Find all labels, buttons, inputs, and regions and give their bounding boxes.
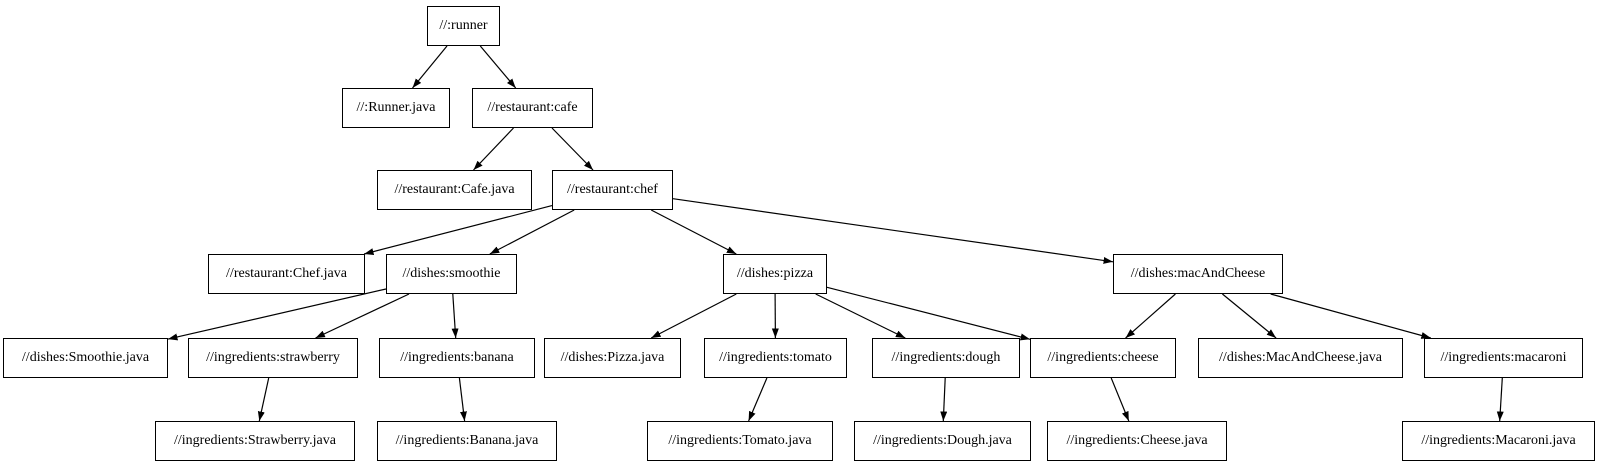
node-runner-java: //:Runner.java (342, 88, 450, 128)
edge-smoothie-to-strawberry (315, 293, 410, 339)
node-smoothie: //dishes:smoothie (386, 254, 517, 294)
node-cheese-java: //ingredients:Cheese.java (1047, 421, 1227, 461)
edge-smoothie-to-smoothie-java (167, 288, 387, 341)
node-pizza-java: //dishes:Pizza.java (544, 338, 681, 378)
edge-cheese-to-cheese-java (1110, 377, 1130, 422)
edge-chef-to-chef-java (363, 205, 553, 256)
edge-runner-to-cafe (479, 45, 517, 89)
node-banana-java: //ingredients:Banana.java (377, 421, 557, 461)
edge-banana-to-banana-java (458, 377, 467, 422)
node-tomato-java: //ingredients:Tomato.java (647, 421, 833, 461)
node-macaroni-java: //ingredients:Macaroni.java (1402, 421, 1595, 461)
edge-chef-to-pizza (650, 209, 737, 255)
edge-pizza-to-dough (815, 293, 906, 339)
edge-dough-to-dough-java (940, 377, 948, 422)
node-strawberry-java: //ingredients:Strawberry.java (155, 421, 355, 461)
edge-cafe-to-cafe-java (473, 127, 514, 171)
edge-tomato-to-tomato-java (748, 377, 768, 422)
node-cheese: //ingredients:cheese (1030, 338, 1176, 378)
edge-runner-to-runner-java (412, 45, 448, 89)
edge-smoothie-to-banana (451, 293, 459, 339)
edge-macandcheese-to-macaroni (1270, 293, 1431, 339)
node-tomato: //ingredients:tomato (704, 338, 847, 378)
node-macandcheese: //dishes:macAndCheese (1113, 254, 1283, 294)
edge-pizza-to-pizza-java (650, 293, 737, 339)
node-pizza: //dishes:pizza (723, 254, 827, 294)
node-macaroni: //ingredients:macaroni (1424, 338, 1583, 378)
edge-chef-to-macandcheese (672, 198, 1114, 264)
node-macandcheese-java: //dishes:MacAndCheese.java (1198, 338, 1403, 378)
edge-cafe-to-chef (551, 127, 594, 171)
node-dough-java: //ingredients:Dough.java (854, 421, 1031, 461)
node-smoothie-java: //dishes:Smoothie.java (3, 338, 168, 378)
edge-macandcheese-to-cheese (1125, 293, 1176, 339)
node-chef-java: //restaurant:Chef.java (208, 254, 365, 294)
node-cafe-java: //restaurant:Cafe.java (377, 170, 532, 210)
edge-strawberry-to-strawberry-java (257, 377, 270, 422)
edge-macaroni-to-macaroni-java (1496, 377, 1504, 422)
node-dough: //ingredients:dough (872, 338, 1020, 378)
node-chef: //restaurant:chef (552, 170, 673, 210)
node-banana: //ingredients:banana (379, 338, 535, 378)
edge-macandcheese-to-macandcheese-java (1222, 293, 1277, 339)
edge-chef-to-smoothie (489, 209, 575, 255)
node-strawberry: //ingredients:strawberry (188, 338, 358, 378)
edge-pizza-to-cheese (826, 286, 1031, 341)
node-cafe: //restaurant:cafe (472, 88, 593, 128)
node-runner: //:runner (427, 6, 500, 46)
